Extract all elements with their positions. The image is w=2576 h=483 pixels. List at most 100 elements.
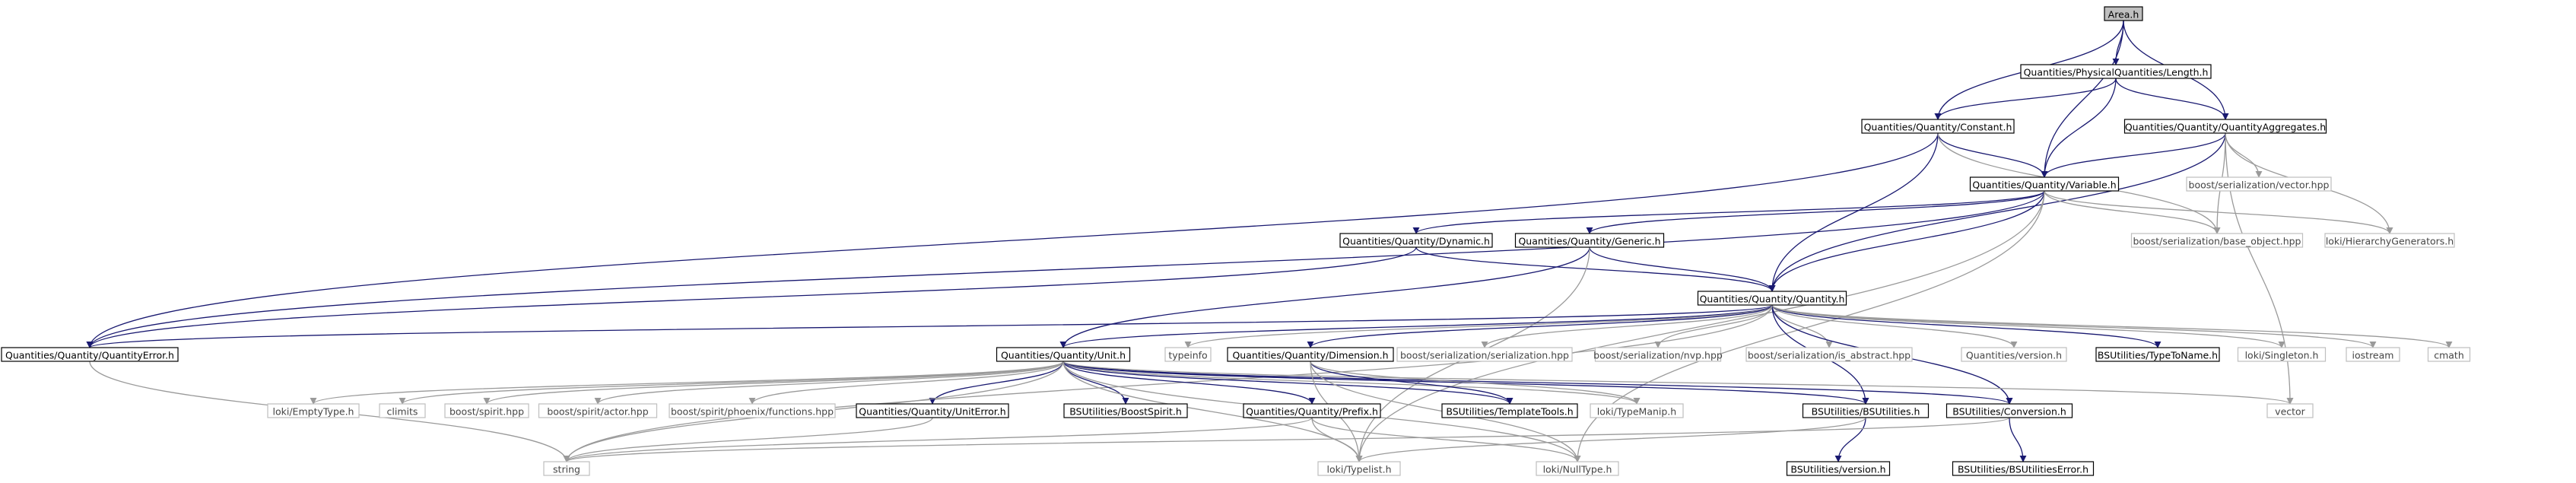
node-typetoname[interactable]: BSUtilities/TypeToName.h xyxy=(2095,347,2220,362)
edge-dimension-to-typemanip xyxy=(1310,361,1641,405)
node-variable[interactable]: Quantities/Quantity/Variable.h xyxy=(1969,176,2120,192)
node-box xyxy=(2346,347,2400,362)
node-label: Quantities/Quantity/Unit.h xyxy=(1001,350,1126,361)
node-box xyxy=(2123,119,2327,134)
node-nvp: boost/serialization/nvp.hpp xyxy=(1593,347,1723,362)
edge-length-to-variable xyxy=(2041,78,2117,178)
node-label: BSUtilities/BoostSpirit.h xyxy=(1069,406,1182,418)
edge-bsutilities-to-bsversion xyxy=(1834,417,1866,462)
node-generic[interactable]: Quantities/Quantity/Generic.h xyxy=(1514,233,1665,248)
node-dimension[interactable]: Quantities/Quantity/Dimension.h xyxy=(1227,347,1394,362)
node-label: BSUtilities/BSUtilities.h xyxy=(1812,406,1920,418)
edge-quantity-to-dimension xyxy=(1307,304,1773,348)
node-label: BSUtilities/version.h xyxy=(1790,464,1885,475)
edge-unit-to-actor xyxy=(594,361,1064,405)
node-box xyxy=(538,403,658,418)
node-conversion[interactable]: BSUtilities/Conversion.h xyxy=(1945,403,2073,418)
node-box xyxy=(444,403,529,418)
node-boostspirit-h[interactable]: BSUtilities/BoostSpirit.h xyxy=(1063,403,1188,418)
node-dynamic[interactable]: Quantities/Quantity/Dynamic.h xyxy=(1339,233,1493,248)
node-spirit: boost/spirit.hpp xyxy=(444,403,529,418)
node-box xyxy=(1536,461,1619,476)
edge-generic-to-unit xyxy=(1059,246,1590,348)
node-bserror[interactable]: BSUtilities/BSUtilitiesError.h xyxy=(1952,461,2095,476)
node-label: Area.h xyxy=(2108,9,2139,21)
node-quantity[interactable]: Quantities/Quantity/Quantity.h xyxy=(1697,291,1847,306)
node-label: Quantities/Quantity/Prefix.h xyxy=(1246,406,1378,418)
edge-quantity-to-unit xyxy=(1059,304,1773,348)
edge-dimension-to-templatetools xyxy=(1310,361,1514,405)
node-box xyxy=(1514,233,1665,248)
edge-variable-to-base_object xyxy=(2044,190,2221,234)
node-box xyxy=(1961,347,2067,362)
node-box xyxy=(2427,347,2471,362)
node-label: Quantities/version.h xyxy=(1966,350,2062,361)
edge-unit-to-conversion xyxy=(1062,361,2013,405)
node-label: boost/serialization/serialization.hpp xyxy=(1400,350,1569,361)
node-label: boost/serialization/is_abstract.hpp xyxy=(1748,350,1911,361)
node-label: cmath xyxy=(2434,350,2464,361)
node-typeinfo: typeinfo xyxy=(1164,347,1212,362)
edge-prefix-to-nulltype xyxy=(1311,417,1581,462)
edge-area-to-variable xyxy=(2041,20,2124,178)
edge-unit-to-phoenix xyxy=(748,361,1064,405)
node-layer: Area.hQuantities/PhysicalQuantities/Leng… xyxy=(1,6,2471,476)
node-label: Quantities/Quantity/Dimension.h xyxy=(1232,350,1388,361)
node-box xyxy=(2186,176,2332,192)
node-box xyxy=(1969,176,2120,192)
node-box xyxy=(379,403,426,418)
node-box xyxy=(1952,461,2095,476)
node-aggregates[interactable]: Quantities/Quantity/QuantityAggregates.h xyxy=(2123,119,2327,134)
edge-variable-to-hierarchy xyxy=(2044,190,2393,234)
node-cmath: cmath xyxy=(2427,347,2471,362)
edge-aggregates-to-variable xyxy=(2041,132,2226,178)
node-uniterror[interactable]: Quantities/Quantity/UnitError.h xyxy=(856,403,1009,418)
node-typemanip: loki/TypeManip.h xyxy=(1590,403,1684,418)
edge-conversion-to-bserror xyxy=(2009,417,2027,462)
edge-quantity-to-is_abstract xyxy=(1771,304,1833,348)
edge-quantity-to-typeinfo xyxy=(1184,304,1773,348)
node-box xyxy=(1243,403,1381,418)
node-label: loki/EmptyType.h xyxy=(273,406,354,418)
edge-conversion-to-string xyxy=(563,417,2010,462)
node-box xyxy=(1396,347,1573,362)
node-label: Quantities/PhysicalQuantities/Length.h xyxy=(2024,67,2209,78)
node-label: vector xyxy=(2275,406,2306,418)
node-bs-serialization: boost/serialization/serialization.hpp xyxy=(1396,347,1573,362)
edge-variable-to-quantity xyxy=(1768,190,2045,292)
node-label: BSUtilities/BSUtilitiesError.h xyxy=(1958,464,2088,475)
node-label: typeinfo xyxy=(1168,350,1207,361)
node-bsutilities[interactable]: BSUtilities/BSUtilities.h xyxy=(1802,403,1930,418)
node-label: Quantities/Quantity/Quantity.h xyxy=(1700,294,1845,305)
node-prefix[interactable]: Quantities/Quantity/Prefix.h xyxy=(1243,403,1381,418)
node-box xyxy=(1441,403,1578,418)
edge-quantity-to-qerror xyxy=(87,304,1773,348)
node-qerror[interactable]: Quantities/Quantity/QuantityError.h xyxy=(1,347,179,362)
node-label: loki/TypeManip.h xyxy=(1597,406,1676,418)
edge-dynamic-to-qerror xyxy=(86,246,1417,348)
node-area[interactable]: Area.h xyxy=(2104,6,2143,21)
node-constant[interactable]: Quantities/Quantity/Constant.h xyxy=(1861,119,2015,134)
node-box xyxy=(2324,233,2455,248)
node-actor: boost/spirit/actor.hpp xyxy=(538,403,658,418)
node-label: Quantities/Quantity/QuantityAggregates.h xyxy=(2125,122,2326,133)
node-box xyxy=(1,347,179,362)
edge-constant-to-qerror xyxy=(86,132,1939,348)
node-box xyxy=(1339,233,1493,248)
node-box xyxy=(1317,461,1401,476)
edge-quantity-to-bs_serialization xyxy=(1481,304,1773,348)
edge-prefix-to-string xyxy=(563,417,1313,462)
node-bsversion[interactable]: BSUtilities/version.h xyxy=(1786,461,1891,476)
node-box xyxy=(2095,347,2220,362)
node-box xyxy=(1590,403,1684,418)
node-templatetools[interactable]: BSUtilities/TemplateTools.h xyxy=(1441,403,1578,418)
node-unit[interactable]: Quantities/Quantity/Unit.h xyxy=(996,347,1131,362)
node-nulltype: loki/NullType.h xyxy=(1536,461,1619,476)
node-hierarchy: loki/HierarchyGenerators.h xyxy=(2324,233,2455,248)
node-box xyxy=(1164,347,1212,362)
edge-length-to-constant xyxy=(1934,78,2117,120)
node-length[interactable]: Quantities/PhysicalQuantities/Length.h xyxy=(2020,64,2212,79)
node-label: boost/serialization/nvp.hpp xyxy=(1593,350,1723,361)
node-label: boost/spirit/phoenix/functions.hpp xyxy=(671,406,834,418)
node-box xyxy=(1786,461,1891,476)
